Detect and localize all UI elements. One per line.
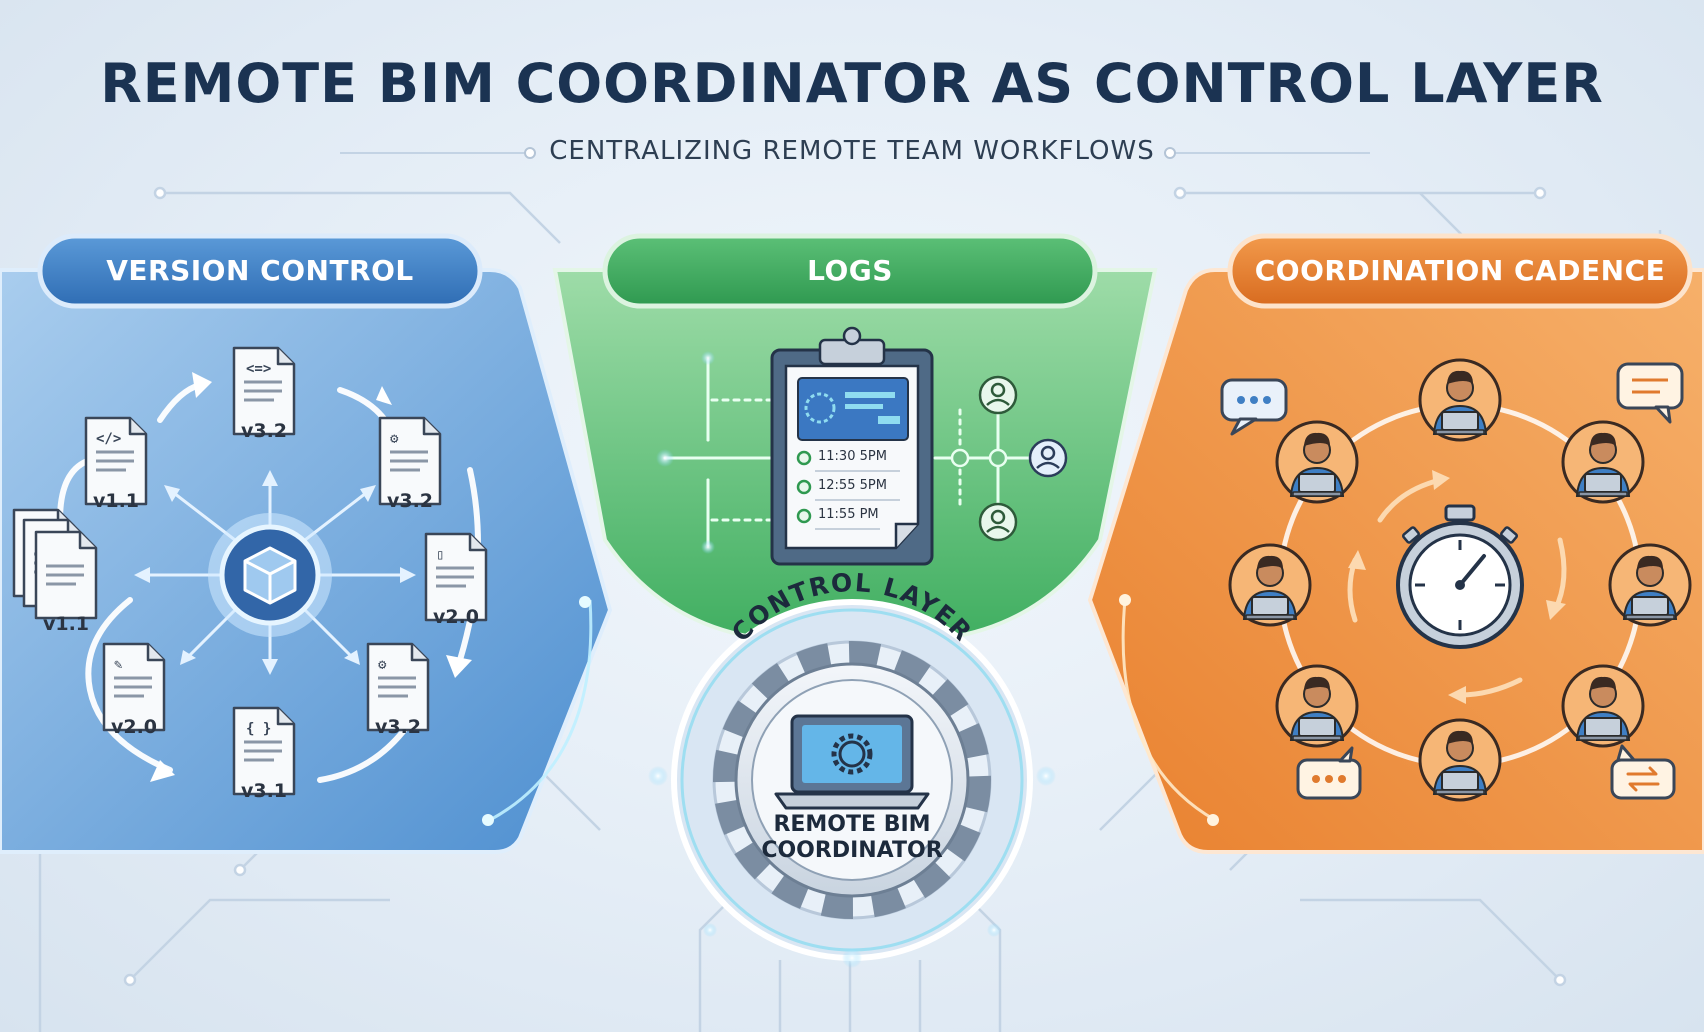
version-label: v2.0	[432, 606, 480, 628]
version-label: v1.1	[92, 490, 140, 512]
log-entry-time: 12:55 5PM	[818, 478, 887, 493]
chat-bubble-icon	[1220, 378, 1288, 436]
logs-label: LOGS	[807, 254, 893, 287]
version-label: v3.2	[240, 420, 288, 442]
svg-text:▯: ▯	[436, 547, 444, 563]
coordination-cadence-panel	[1087, 233, 1704, 854]
team-member-bottom	[1418, 718, 1502, 802]
version-label: v3.1	[240, 780, 288, 802]
page-title: REMOTE BIM COORDINATOR AS CONTROL LAYER	[100, 52, 1604, 115]
remote-bim-coordinator-label: REMOTE BIM COORDINATOR	[761, 812, 943, 863]
sync-icon	[1610, 744, 1676, 800]
team-member-avatars	[978, 375, 1068, 542]
coordination-cadence-label: COORDINATION CADENCE	[1254, 254, 1666, 287]
svg-text:⚙: ⚙	[378, 657, 387, 673]
version-label: v3.2	[374, 716, 422, 738]
version-label: v3.2	[386, 490, 434, 512]
team-member-upper-right	[1561, 420, 1645, 504]
stopwatch-icon	[1396, 504, 1524, 649]
svg-text:{ }: { }	[246, 721, 271, 737]
log-entry-time: 11:55 PM	[818, 507, 879, 522]
version-control-label: VERSION CONTROL	[106, 254, 414, 287]
team-member-lower-left	[1275, 664, 1359, 748]
cube-icon	[208, 513, 332, 637]
svg-text:</>: </>	[96, 431, 121, 447]
team-member-upper-left	[1275, 420, 1359, 504]
team-member-right	[1608, 543, 1692, 627]
svg-text:<=>: <=>	[246, 361, 271, 377]
version-label: v1.1	[42, 613, 90, 635]
team-member-left	[1228, 543, 1312, 627]
svg-text:✎: ✎	[114, 657, 123, 673]
page-subtitle: CENTRALIZING REMOTE TEAM WORKFLOWS	[549, 136, 1155, 166]
control-layer-emblem	[671, 599, 1033, 961]
version-label: v2.0	[110, 716, 158, 738]
team-member-lower-right	[1561, 664, 1645, 748]
team-member-top	[1418, 358, 1502, 442]
typing-bubble-icon	[1296, 746, 1362, 800]
clipboard-icon	[770, 326, 934, 566]
svg-text:⚙: ⚙	[390, 431, 399, 447]
message-bubble-icon	[1616, 362, 1684, 424]
log-entry-time: 11:30 5PM	[818, 449, 887, 464]
